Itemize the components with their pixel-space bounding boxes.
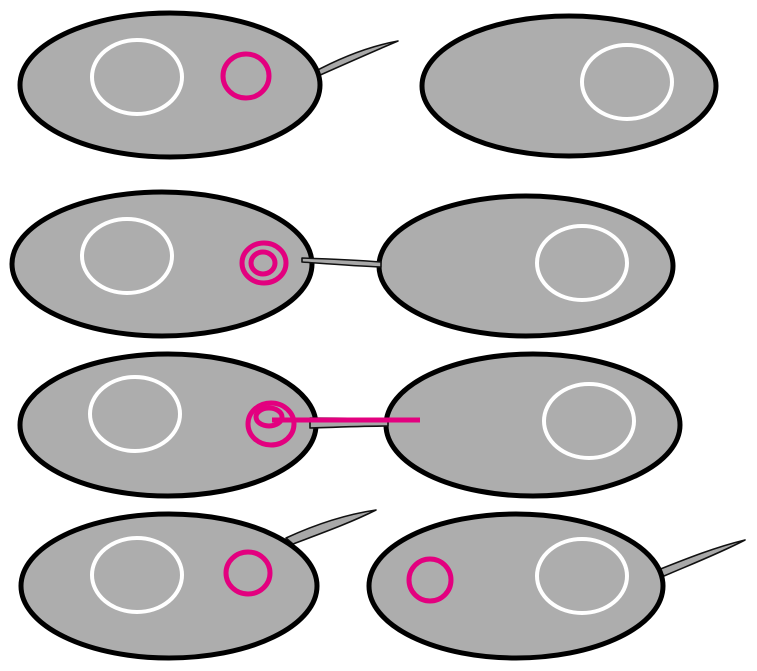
donor-chromosome xyxy=(90,38,184,116)
donor-chromosome xyxy=(80,217,174,295)
donor-plasmid-outer xyxy=(239,240,289,286)
donor-cell xyxy=(18,511,320,661)
donor-pilus xyxy=(285,509,377,545)
recipient-plasmid xyxy=(406,556,454,604)
donor-plasmid-outer xyxy=(245,400,297,448)
recipient-cell xyxy=(383,351,683,499)
donor-plasmid xyxy=(220,51,272,101)
donor-cell xyxy=(9,189,315,339)
stage-1 xyxy=(17,10,719,160)
stage-4 xyxy=(18,509,746,661)
donor-chromosome xyxy=(90,536,184,614)
stage-3 xyxy=(17,351,683,499)
recipient-chromosome xyxy=(580,43,674,121)
recipient-chromosome xyxy=(535,224,629,302)
donor-pilus xyxy=(311,40,399,77)
donor-chromosome xyxy=(88,375,182,453)
recipient-chromosome xyxy=(535,537,629,615)
recipient-cell xyxy=(419,13,719,159)
recipient-pilus xyxy=(657,539,746,577)
donor-plasmid xyxy=(223,549,273,597)
donor-plasmid-inner xyxy=(248,249,278,277)
connecting-pilus xyxy=(301,257,382,268)
stage-2 xyxy=(9,189,676,339)
donor-cell xyxy=(17,10,323,160)
recipient-chromosome xyxy=(542,382,636,460)
recipient-cell xyxy=(366,511,666,661)
recipient-cell xyxy=(376,193,676,339)
donor-plasmid-inner xyxy=(253,405,285,429)
